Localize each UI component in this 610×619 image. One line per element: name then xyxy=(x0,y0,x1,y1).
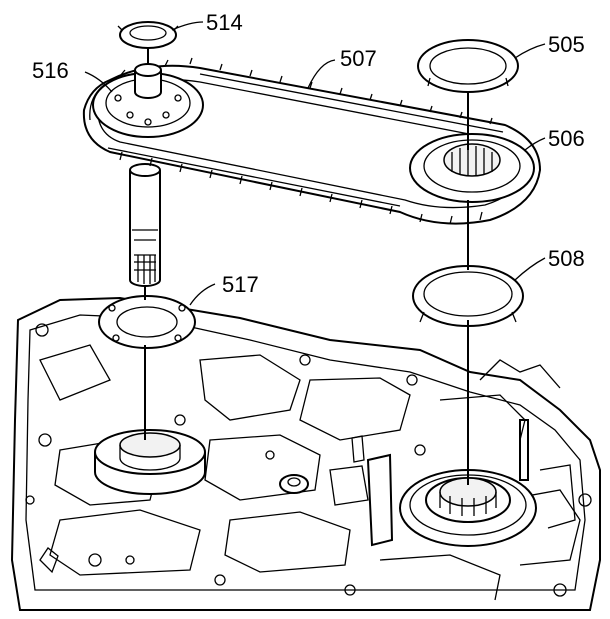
bearing-retainer-517 xyxy=(98,295,196,349)
transfer-case-housing xyxy=(10,296,601,611)
leader-lines xyxy=(84,21,546,306)
thrust-washer-505 xyxy=(417,39,519,98)
callout-506: 506 xyxy=(548,126,585,151)
snap-ring-508 xyxy=(412,265,524,327)
front-output-bearing xyxy=(94,429,206,495)
front-output-shaft xyxy=(129,163,161,287)
rear-output-gear-assembly xyxy=(366,419,576,547)
callout-517: 517 xyxy=(222,272,259,297)
alignment-lines xyxy=(144,48,469,485)
snap-ring-514 xyxy=(117,21,179,49)
front-sprocket xyxy=(92,63,204,138)
callout-508: 508 xyxy=(548,246,585,271)
callout-514: 514 xyxy=(206,10,243,35)
callout-516: 516 xyxy=(32,58,69,83)
callout-505: 505 xyxy=(548,32,585,57)
rear-sprocket xyxy=(409,133,535,203)
callout-507: 507 xyxy=(340,46,377,71)
